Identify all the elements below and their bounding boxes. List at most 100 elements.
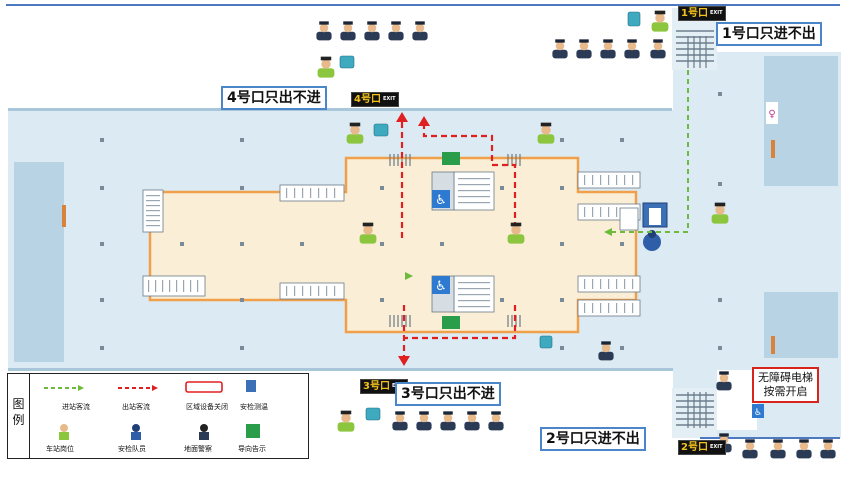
police-icon (440, 411, 456, 431)
exit-flow-line-south-right (404, 305, 517, 340)
police-icon (796, 439, 812, 459)
legend-entry-flow-arrow (78, 385, 84, 391)
column (180, 242, 184, 246)
legend-title: 图例 (8, 374, 30, 458)
exit1-stairs (676, 30, 714, 62)
police-icon (412, 21, 428, 41)
south-wall-right (310, 368, 673, 371)
exit3-label: 3号口只出不进 (395, 382, 501, 406)
west-slat (62, 205, 66, 227)
exit-flow-line-north-right (422, 124, 517, 238)
exit-flow-arrow-south (398, 356, 410, 366)
column (440, 242, 444, 246)
toilet-icon (766, 102, 778, 124)
police-icon (742, 439, 758, 459)
staff-icon (711, 202, 729, 224)
exit-flow-arrow-north-right (418, 116, 430, 126)
legend-security-team-icon (132, 424, 140, 432)
column (560, 186, 564, 190)
wheelchair-glyph: ♿ (754, 408, 762, 418)
accessible-elevator-label: 无障碍电梯 按需开启 (752, 367, 819, 403)
east-lower-block (764, 292, 838, 358)
legend-security-team-body (131, 432, 141, 440)
legend-closed-area-label: 区域设备关闭 (186, 403, 228, 411)
column (100, 138, 104, 142)
legend-guide-sign-icon (246, 424, 260, 438)
elevator-label-line1: 无障碍电梯 (758, 371, 813, 384)
staff-icon (337, 410, 355, 432)
column (718, 346, 722, 350)
security-guard-icon (643, 233, 661, 251)
columns (100, 92, 722, 350)
column (560, 242, 564, 246)
legend-entry-flow: 进站客流 (62, 403, 90, 411)
exit-flow-arrow-north-left (396, 112, 408, 122)
legend-exit-flow: 出站客流 (122, 403, 150, 411)
toilet-glyph: ♀ (768, 109, 775, 120)
legend: 图例 进站客流 出站客流 区域设备关闭 安检测温 车站岗位 安检队员 地面警察 … (7, 373, 309, 459)
exit1-label: 1号口只进不出 (716, 22, 822, 46)
accessible-elevator-icon (432, 190, 450, 208)
stair-treads (146, 175, 634, 313)
column (240, 186, 244, 190)
legend-staff-post: 车站岗位 (46, 445, 74, 453)
column (240, 242, 244, 246)
legend-exit-flow-arrow (152, 385, 158, 391)
column (300, 242, 304, 246)
legend-staff-icon (60, 424, 68, 432)
column (100, 242, 104, 246)
bottom-rule-right (700, 437, 840, 439)
column (560, 298, 564, 302)
legend-security-scanner-icon (246, 380, 256, 392)
staff-icon (317, 56, 335, 78)
entry-flow-arrow-inner (405, 272, 413, 280)
police-icon (624, 39, 640, 59)
staff-icon (507, 222, 525, 244)
legend-security-team: 安检队员 (118, 445, 146, 453)
police-icon (598, 341, 614, 361)
police-icon (716, 371, 732, 391)
west-platform-block (14, 162, 64, 362)
guide-sign (442, 152, 460, 329)
police-icon (552, 39, 568, 59)
police-icon (364, 21, 380, 41)
people (316, 10, 836, 459)
column (620, 242, 624, 246)
column (240, 346, 244, 350)
elevator-label-line2: 按需开启 (763, 385, 808, 398)
legend-guide: 导向告示 (238, 445, 266, 453)
column (240, 138, 244, 142)
column (380, 186, 384, 190)
south-wall-left (8, 368, 310, 371)
police-icon (416, 411, 432, 431)
police-icon (770, 439, 786, 459)
east-slat-1 (771, 140, 775, 158)
police-icon (464, 411, 480, 431)
column (500, 298, 504, 302)
legend-security-temp: 安检测温 (240, 403, 268, 411)
column (240, 298, 244, 302)
column (100, 186, 104, 190)
exit2-stairs (676, 394, 714, 426)
entry-flow-arrow (604, 228, 612, 236)
column (718, 298, 722, 302)
scanner-door (649, 208, 661, 225)
police-icon (392, 411, 408, 431)
column (560, 346, 564, 350)
column (620, 346, 624, 350)
legend-staff-vest (59, 432, 69, 440)
exit2-label: 2号口只进不出 (540, 427, 646, 451)
police-icon (388, 21, 404, 41)
legend-symbols (44, 380, 260, 440)
column (718, 182, 722, 186)
police-icon (820, 439, 836, 459)
north-wall (8, 108, 672, 111)
legend-police: 地面警察 (184, 445, 212, 453)
police-icon (576, 39, 592, 59)
exit4-label: 4号口只出不进 (221, 86, 327, 110)
staff-icon (537, 122, 555, 144)
column (100, 346, 104, 350)
top-rule (6, 4, 840, 6)
